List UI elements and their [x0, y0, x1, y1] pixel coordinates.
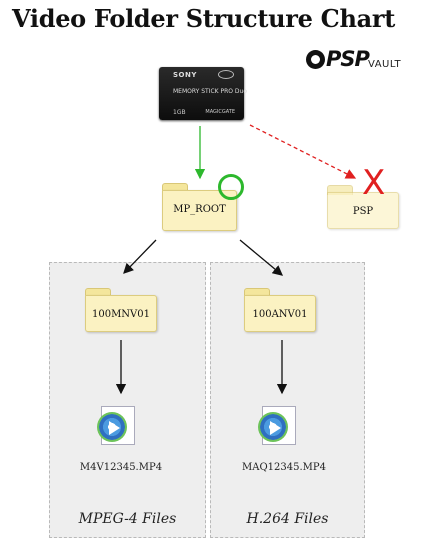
h264-panel-label: H.264 Files: [246, 511, 329, 527]
h264-file-name: MAQ12345.MP4: [242, 462, 326, 473]
stick-capacity: 1GB: [173, 109, 186, 116]
logo-orb-icon: [306, 50, 325, 69]
psp-folder-label: PSP: [352, 206, 374, 217]
media-file-icon: [97, 404, 137, 445]
mproot-to-h264-arrow: [239, 239, 283, 276]
memory-stick-image: SONY MEMORY STICK PRO Duo 1GB MAGICGATE: [159, 67, 248, 120]
mproot-to-mpeg4-arrow: [123, 239, 157, 274]
logo-main-text: PSP: [326, 47, 370, 71]
mpeg4-folder-label: 100MNV01: [91, 309, 151, 320]
mp-root-folder-label: MP_ROOT: [173, 204, 226, 215]
media-file-icon: [258, 404, 298, 445]
stick-to-psp-arrow: [249, 124, 357, 179]
chart-title: Video Folder Structure Chart: [12, 4, 395, 33]
mpeg4-folder: 100MNV01: [85, 288, 157, 332]
mpeg4-file-name: M4V12345.MP4: [79, 462, 163, 473]
stick-model: MEMORY STICK PRO Duo: [173, 88, 248, 95]
logo-sub-text: VAULT: [368, 59, 402, 70]
wrong-mark-icon: X: [362, 163, 386, 203]
stick-tech: MAGICGATE: [205, 109, 235, 115]
h264-folder-label: 100ANV01: [252, 309, 308, 320]
memory-stick-logo-icon: [218, 70, 234, 79]
mpeg4-panel-label: MPEG-4 Files: [78, 511, 177, 527]
correct-mark-icon: [218, 174, 244, 200]
pspvault-logo: PSP VAULT: [306, 47, 414, 74]
stick-brand: SONY: [173, 71, 197, 79]
psp-folder: PSP: [327, 185, 399, 229]
h264-folder: 100ANV01: [244, 288, 316, 332]
